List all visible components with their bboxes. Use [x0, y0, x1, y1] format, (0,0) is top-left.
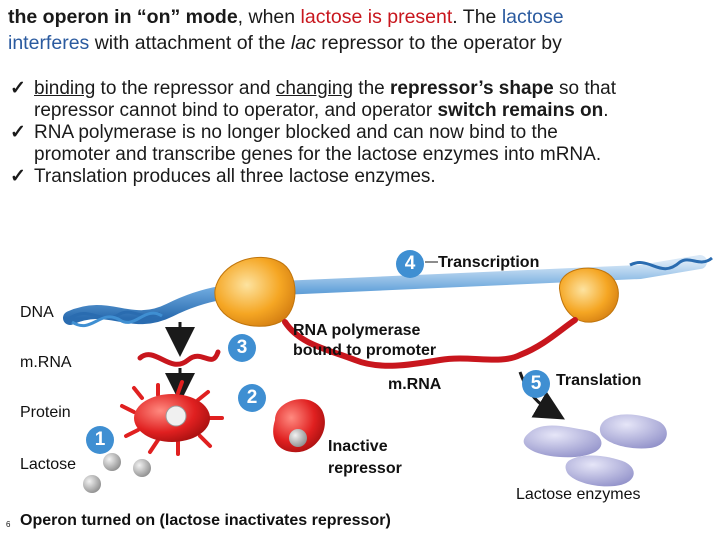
bullet-item-1: ✓ binding to the repressor and changing …: [8, 78, 716, 122]
intro-line-1: the operon in “on” mode, when lactose is…: [8, 4, 716, 30]
label-mrna-left: m.RNA: [20, 354, 72, 371]
rna-polymerase: [214, 256, 296, 327]
step-4-badge: 4: [396, 250, 424, 278]
intro-text: the operon in “on” mode, when lactose is…: [8, 4, 716, 56]
check-icon: ✓: [10, 166, 26, 187]
bullet-item-3: ✓ Translation produces all three lactose…: [8, 166, 716, 188]
bullet-text-segment: so that: [553, 78, 617, 99]
lactose-molecules: [83, 453, 151, 493]
bullet-text-segment: repressor cannot bind to operator, and o…: [34, 100, 438, 121]
label-repressor: repressor: [328, 460, 402, 477]
label-rna-polymerase: RNA polymerase: [293, 322, 421, 339]
label-protein: Protein: [20, 404, 71, 421]
intro-word-lac: lac: [290, 32, 316, 54]
intro-line-2: interferes with attachment of the lac re…: [8, 30, 716, 56]
label-dna: DNA: [20, 304, 54, 321]
intro-phrase-lactose-present: lactose is present: [300, 6, 453, 28]
check-icon: ✓: [10, 122, 26, 143]
arrow-translation: [518, 371, 565, 420]
lactose-enzymes: [523, 414, 667, 487]
step-5-badge: 5: [522, 370, 550, 398]
intro-text-segment: , when: [237, 6, 301, 28]
bullet-phrase-switch-on: switch remains on: [437, 100, 604, 121]
repressor-protein: [120, 380, 224, 456]
intro-text-segment: . The: [452, 6, 502, 28]
step-1-badge: 1: [86, 426, 114, 454]
label-mrna-mid: m.RNA: [388, 376, 442, 393]
label-lactose-enzymes: Lactose enzymes: [516, 486, 641, 503]
step-2-badge: 2: [238, 384, 266, 412]
label-lactose: Lactose: [20, 456, 77, 473]
bullet-item-2: ✓ RNA polymerase is no longer blocked an…: [8, 122, 716, 166]
intro-text-segment: with attachment of the: [89, 32, 291, 54]
diagram-caption: Operon turned on (lactose inactivates re…: [20, 512, 391, 529]
label-inactive: Inactive: [328, 438, 388, 455]
bullet-word-binding: binding: [34, 78, 96, 99]
mrna-strand: [282, 317, 578, 369]
label-translation: Translation: [556, 372, 642, 389]
mrna-small: [137, 349, 221, 367]
check-icon: ✓: [10, 78, 26, 99]
bullet-text-segment: the: [353, 78, 390, 99]
intro-phrase-on-mode: the operon in “on” mode: [8, 6, 238, 28]
bullet-text-segment: to the repressor and: [95, 78, 276, 99]
step-3-badge: 3: [228, 334, 256, 362]
intro-text-segment: repressor to the operator by: [315, 32, 562, 54]
intro-word-lactose: lactose: [501, 6, 564, 28]
label-transcription: Transcription: [438, 254, 540, 271]
bullet-word-changing: changing: [275, 78, 354, 99]
bullet-phrase-repressor-shape: repressor’s shape: [390, 78, 554, 99]
bullet-line: Translation produces all three lactose e…: [34, 166, 436, 187]
rna-polymerase-right: [559, 267, 619, 323]
bullet-text-segment: .: [603, 100, 609, 121]
inactive-repressor: [273, 399, 325, 453]
bullet-line: RNA polymerase is no longer blocked and …: [34, 122, 558, 143]
label-rna-polymerase-2: bound to promoter: [293, 342, 437, 359]
intro-word-interferes: interferes: [8, 32, 90, 54]
slide-number: 6: [6, 520, 11, 529]
bullet-list: ✓ binding to the repressor and changing …: [8, 78, 716, 188]
bullet-line: promoter and transcribe genes for the la…: [34, 144, 602, 165]
